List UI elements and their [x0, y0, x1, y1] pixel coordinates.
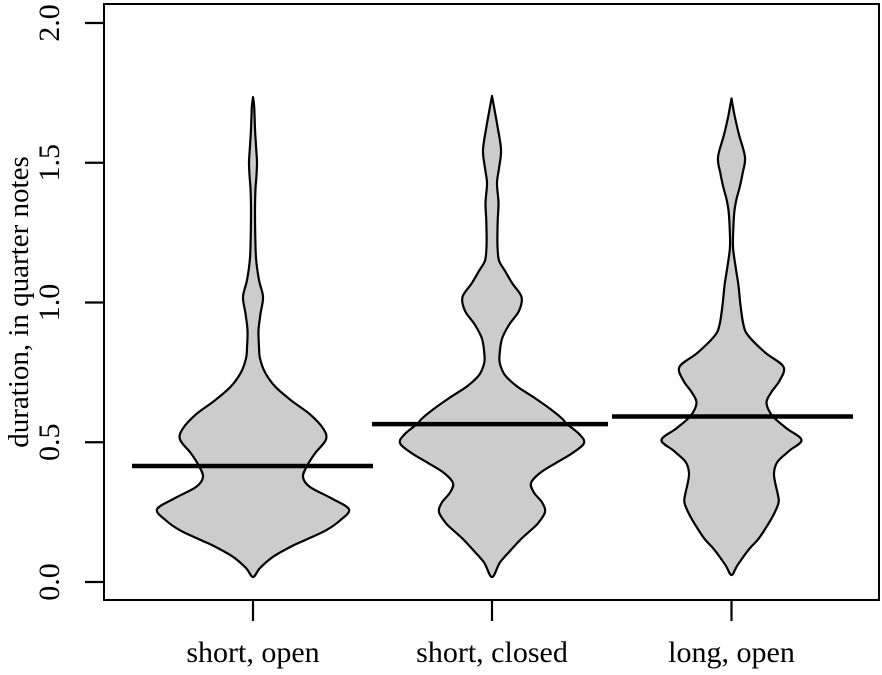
y-tick-label-0.5: 0.5	[33, 424, 66, 462]
violin-shape-1	[155, 96, 351, 579]
y-axis-title: duration, in quarter notes	[3, 156, 35, 448]
y-tick-label-1.5: 1.5	[33, 144, 66, 182]
median-lines-layer	[132, 414, 853, 469]
violin-shape-2	[398, 94, 586, 579]
y-axis-ticks	[85, 21, 104, 584]
y-tick-label-2.0: 2.0	[33, 4, 66, 42]
violin-shape-3	[660, 97, 803, 577]
x-category-label-short-open: short, open	[186, 636, 319, 669]
violins-layer	[155, 94, 803, 579]
x-category-label-short-closed: short, closed	[416, 636, 568, 669]
x-axis-ticks	[251, 600, 733, 621]
y-tick-label-1.0: 1.0	[33, 284, 66, 322]
y-tick-label-0.0: 0.0	[33, 563, 66, 601]
x-category-label-long-open: long, open	[668, 636, 795, 669]
